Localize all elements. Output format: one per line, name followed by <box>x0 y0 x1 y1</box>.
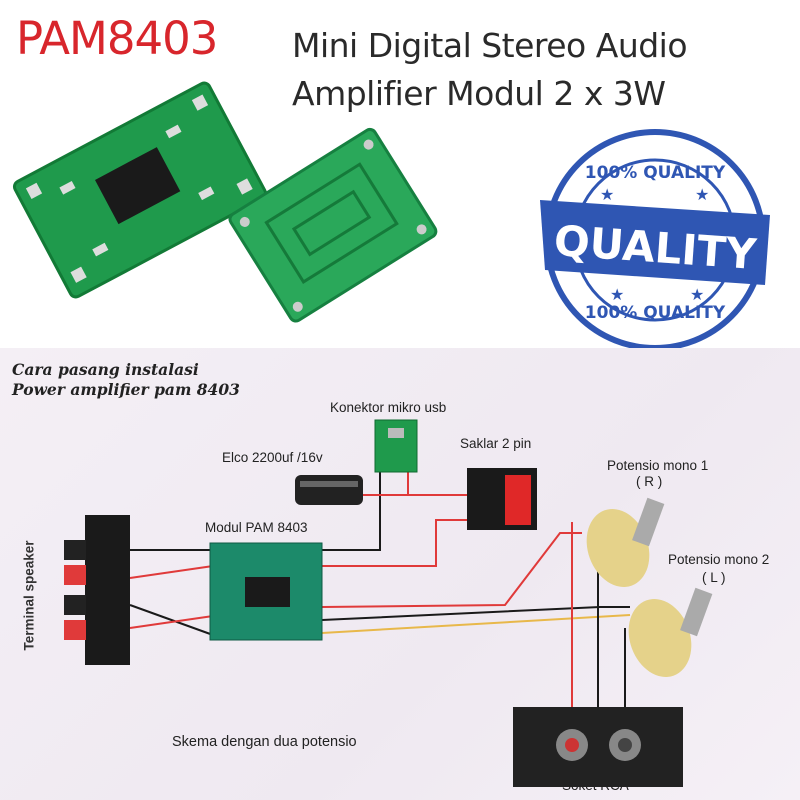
speaker-terminal-icon <box>64 515 130 665</box>
subtitle-line-1: Mini Digital Stereo Audio <box>292 26 688 65</box>
label-pot2: Potensio mono 2 <box>668 552 770 567</box>
pcb-back-image <box>228 127 438 323</box>
rca-socket-icon <box>513 707 683 787</box>
wiring-drawing <box>64 419 713 787</box>
label-module: Modul PAM 8403 <box>205 520 308 535</box>
pcb-front-image <box>12 81 268 299</box>
label-terminal: Terminal speaker <box>21 540 37 651</box>
diagram-title-line-1: Cara pasang instalasi <box>12 360 199 379</box>
brand-title: PAM8403 <box>16 12 218 65</box>
seal-top-text: 100% QUALITY <box>585 163 726 183</box>
wiring-diagram: Cara pasang instalasi Power amplifier pa… <box>0 348 800 800</box>
label-scheme: Skema dengan dua potensio <box>172 734 357 750</box>
product-photos: QUALITY 100% QUALITY 100% QUALITY ★★★★ <box>12 81 770 348</box>
potentiometer-1-icon <box>586 497 665 587</box>
quality-seal-icon: QUALITY 100% QUALITY 100% QUALITY ★★★★ <box>540 129 770 348</box>
label-usb: Konektor mikro usb <box>330 400 447 415</box>
subtitle-line-2: Amplifier Modul 2 x 3W <box>292 74 666 113</box>
svg-text:★: ★ <box>600 187 614 204</box>
diagram-title-line-2: Power amplifier pam 8403 <box>12 380 240 399</box>
capacitor-icon <box>295 475 363 505</box>
label-pot1-channel: ( R ) <box>636 474 663 489</box>
potentiometer-2-icon <box>628 587 713 677</box>
label-elco: Elco 2200uf /16v <box>222 450 323 465</box>
label-switch: Saklar 2 pin <box>460 436 532 451</box>
rocker-switch-icon <box>467 468 537 530</box>
label-pot1: Potensio mono 1 <box>607 458 709 473</box>
seal-bottom-text: 100% QUALITY <box>585 303 726 323</box>
label-pot2-channel: ( L ) <box>702 570 726 585</box>
svg-text:★: ★ <box>610 287 624 304</box>
micro-usb-connector-icon <box>374 419 418 473</box>
pam8403-module-icon <box>209 542 323 641</box>
svg-text:★: ★ <box>695 187 709 204</box>
svg-text:★: ★ <box>690 287 704 304</box>
label-rca: Soket RCA <box>562 778 629 793</box>
